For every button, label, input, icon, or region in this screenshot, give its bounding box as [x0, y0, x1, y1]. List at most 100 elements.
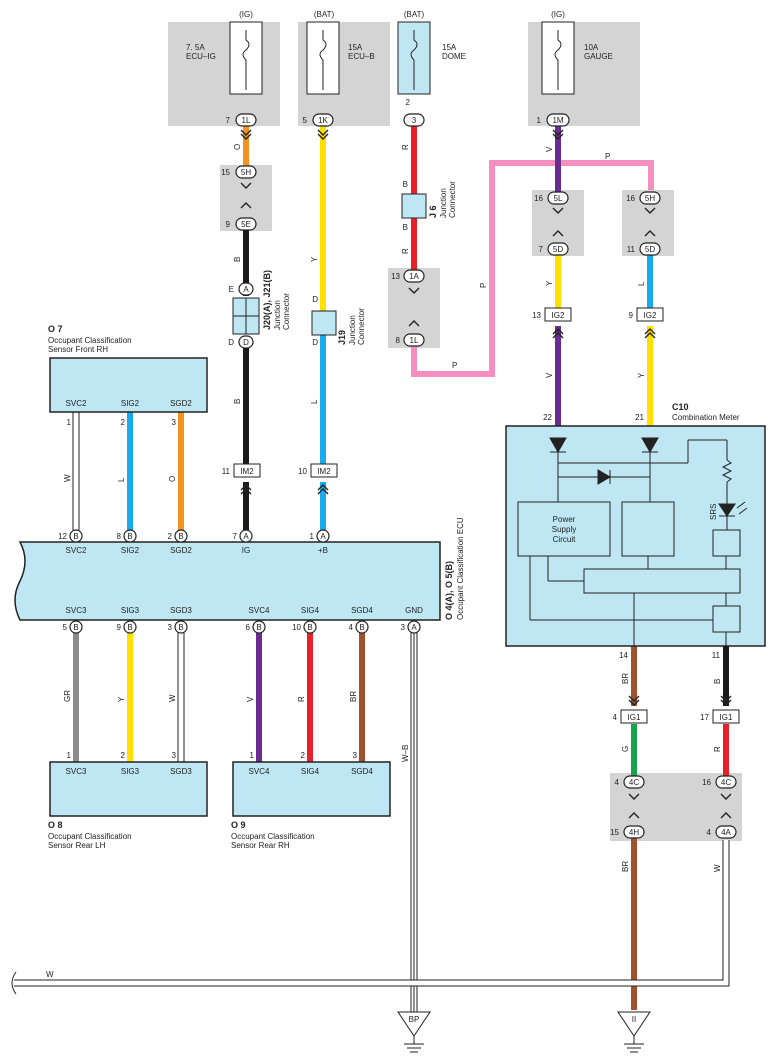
- svg-text:SIG4: SIG4: [301, 767, 320, 776]
- pin-1l: 1L7: [226, 113, 257, 127]
- svg-text:R: R: [297, 696, 306, 702]
- wire-white: [14, 840, 730, 987]
- svg-text:Y: Y: [117, 696, 126, 702]
- svg-text:P: P: [479, 283, 488, 288]
- svg-text:4A: 4A: [721, 828, 731, 837]
- svg-text:W: W: [46, 970, 54, 979]
- svg-text:P: P: [452, 361, 457, 370]
- svg-text:SIG2: SIG2: [121, 546, 140, 555]
- svg-text:16: 16: [626, 194, 635, 203]
- svg-text:1K: 1K: [318, 116, 328, 125]
- svg-text:Sensor Rear LH: Sensor Rear LH: [48, 841, 106, 850]
- svg-text:Occupant Classification ECU: Occupant Classification ECU: [456, 517, 465, 620]
- svg-text:SVC2: SVC2: [66, 399, 87, 408]
- svg-text:B: B: [233, 399, 242, 404]
- svg-text:5L: 5L: [554, 194, 563, 203]
- ecu-o4-o5: O 4(A), O 5(B) Occupant Classification E…: [14, 517, 465, 634]
- svg-text:Connector: Connector: [357, 308, 366, 345]
- svg-text:16: 16: [534, 194, 543, 203]
- svg-text:Occupant Classification: Occupant Classification: [48, 832, 132, 841]
- svg-text:12: 12: [58, 532, 67, 541]
- fuse-source-label: (IG): [239, 10, 253, 19]
- svg-text:B: B: [73, 623, 78, 632]
- svg-text:W: W: [168, 694, 177, 702]
- svg-text:SGD4: SGD4: [351, 767, 373, 776]
- svg-text:B: B: [403, 180, 408, 189]
- fuse-rating: 15A: [348, 43, 363, 52]
- svg-text:O 4(A), O 5(B): O 4(A), O 5(B): [444, 561, 454, 620]
- svg-text:22: 22: [543, 413, 552, 422]
- svg-text:D: D: [312, 295, 318, 304]
- fuse-gauge: (IG) 10A GAUGE: [528, 10, 640, 126]
- pin-1m: 1M1: [537, 113, 570, 127]
- wire-color-labels: O B B Y L R R P P P V V Y L Y W L O GR Y…: [46, 144, 722, 979]
- svg-text:10: 10: [298, 467, 307, 476]
- svg-text:V: V: [545, 146, 554, 152]
- wire-break-mark: [11, 971, 17, 995]
- svg-text:Power: Power: [553, 515, 576, 524]
- svg-text:SVC3: SVC3: [66, 606, 87, 615]
- svg-text:O: O: [233, 144, 242, 150]
- svg-text:W: W: [713, 864, 722, 872]
- wire-pink: [411, 160, 654, 377]
- svg-text:16: 16: [702, 778, 711, 787]
- svg-text:1M: 1M: [552, 116, 563, 125]
- svg-text:R: R: [713, 746, 722, 752]
- svg-text:B: B: [127, 532, 132, 541]
- svg-text:A: A: [243, 285, 249, 294]
- svg-text:A: A: [320, 532, 326, 541]
- svg-text:2: 2: [121, 418, 126, 427]
- svg-text:BR: BR: [621, 673, 630, 684]
- svg-text:D: D: [243, 338, 249, 347]
- svg-text:B: B: [713, 679, 722, 684]
- svg-text:Y: Y: [310, 256, 319, 262]
- svg-text:O 7: O 7: [48, 324, 63, 334]
- svg-text:E: E: [229, 285, 234, 294]
- sensor-o9: SVC4 SIG4 SGD4 1 2 3 O 9 Occupant Classi…: [231, 751, 391, 850]
- svg-text:17: 17: [700, 713, 709, 722]
- svg-text:Y: Y: [637, 372, 646, 378]
- svg-text:4: 4: [707, 828, 712, 837]
- svg-text:5E: 5E: [241, 220, 251, 229]
- svg-text:SGD4: SGD4: [351, 606, 373, 615]
- svg-text:2: 2: [168, 532, 173, 541]
- svg-text:2: 2: [406, 98, 411, 107]
- svg-text:SGD3: SGD3: [170, 767, 192, 776]
- svg-text:SIG3: SIG3: [121, 606, 140, 615]
- svg-text:Sensor Rear RH: Sensor Rear RH: [231, 841, 290, 850]
- ground-bp: BP: [397, 1011, 431, 1053]
- svg-text:3: 3: [172, 418, 177, 427]
- fuse-name: ECU–B: [348, 52, 375, 61]
- svg-text:2: 2: [121, 751, 126, 760]
- svg-text:IM2: IM2: [317, 467, 331, 476]
- connector-arrows: [240, 129, 732, 819]
- svg-text:B: B: [178, 532, 183, 541]
- svg-text:Connector: Connector: [282, 293, 291, 330]
- svg-text:Junction: Junction: [348, 315, 357, 345]
- svg-text:3: 3: [168, 623, 173, 632]
- svg-text:4: 4: [615, 778, 620, 787]
- svg-text:O 9: O 9: [231, 820, 246, 830]
- wire-white: [14, 840, 729, 986]
- svg-text:A: A: [243, 532, 249, 541]
- svg-text:GR: GR: [63, 690, 72, 702]
- svg-text:3: 3: [353, 751, 358, 760]
- svg-text:O: O: [168, 476, 177, 482]
- pin-1l-b: 1L8: [396, 333, 425, 347]
- svg-text:Occupant Classification: Occupant Classification: [48, 336, 132, 345]
- svg-text:15: 15: [221, 168, 230, 177]
- svg-text:21: 21: [635, 413, 644, 422]
- svg-text:9: 9: [117, 623, 122, 632]
- svg-text:SGD2: SGD2: [170, 399, 192, 408]
- svg-text:R: R: [401, 144, 410, 150]
- svg-text:Connector: Connector: [448, 181, 457, 218]
- svg-text:13: 13: [391, 272, 400, 281]
- pin-1k: 1K5: [303, 113, 334, 127]
- pin-5d-a: 5D7: [539, 242, 569, 256]
